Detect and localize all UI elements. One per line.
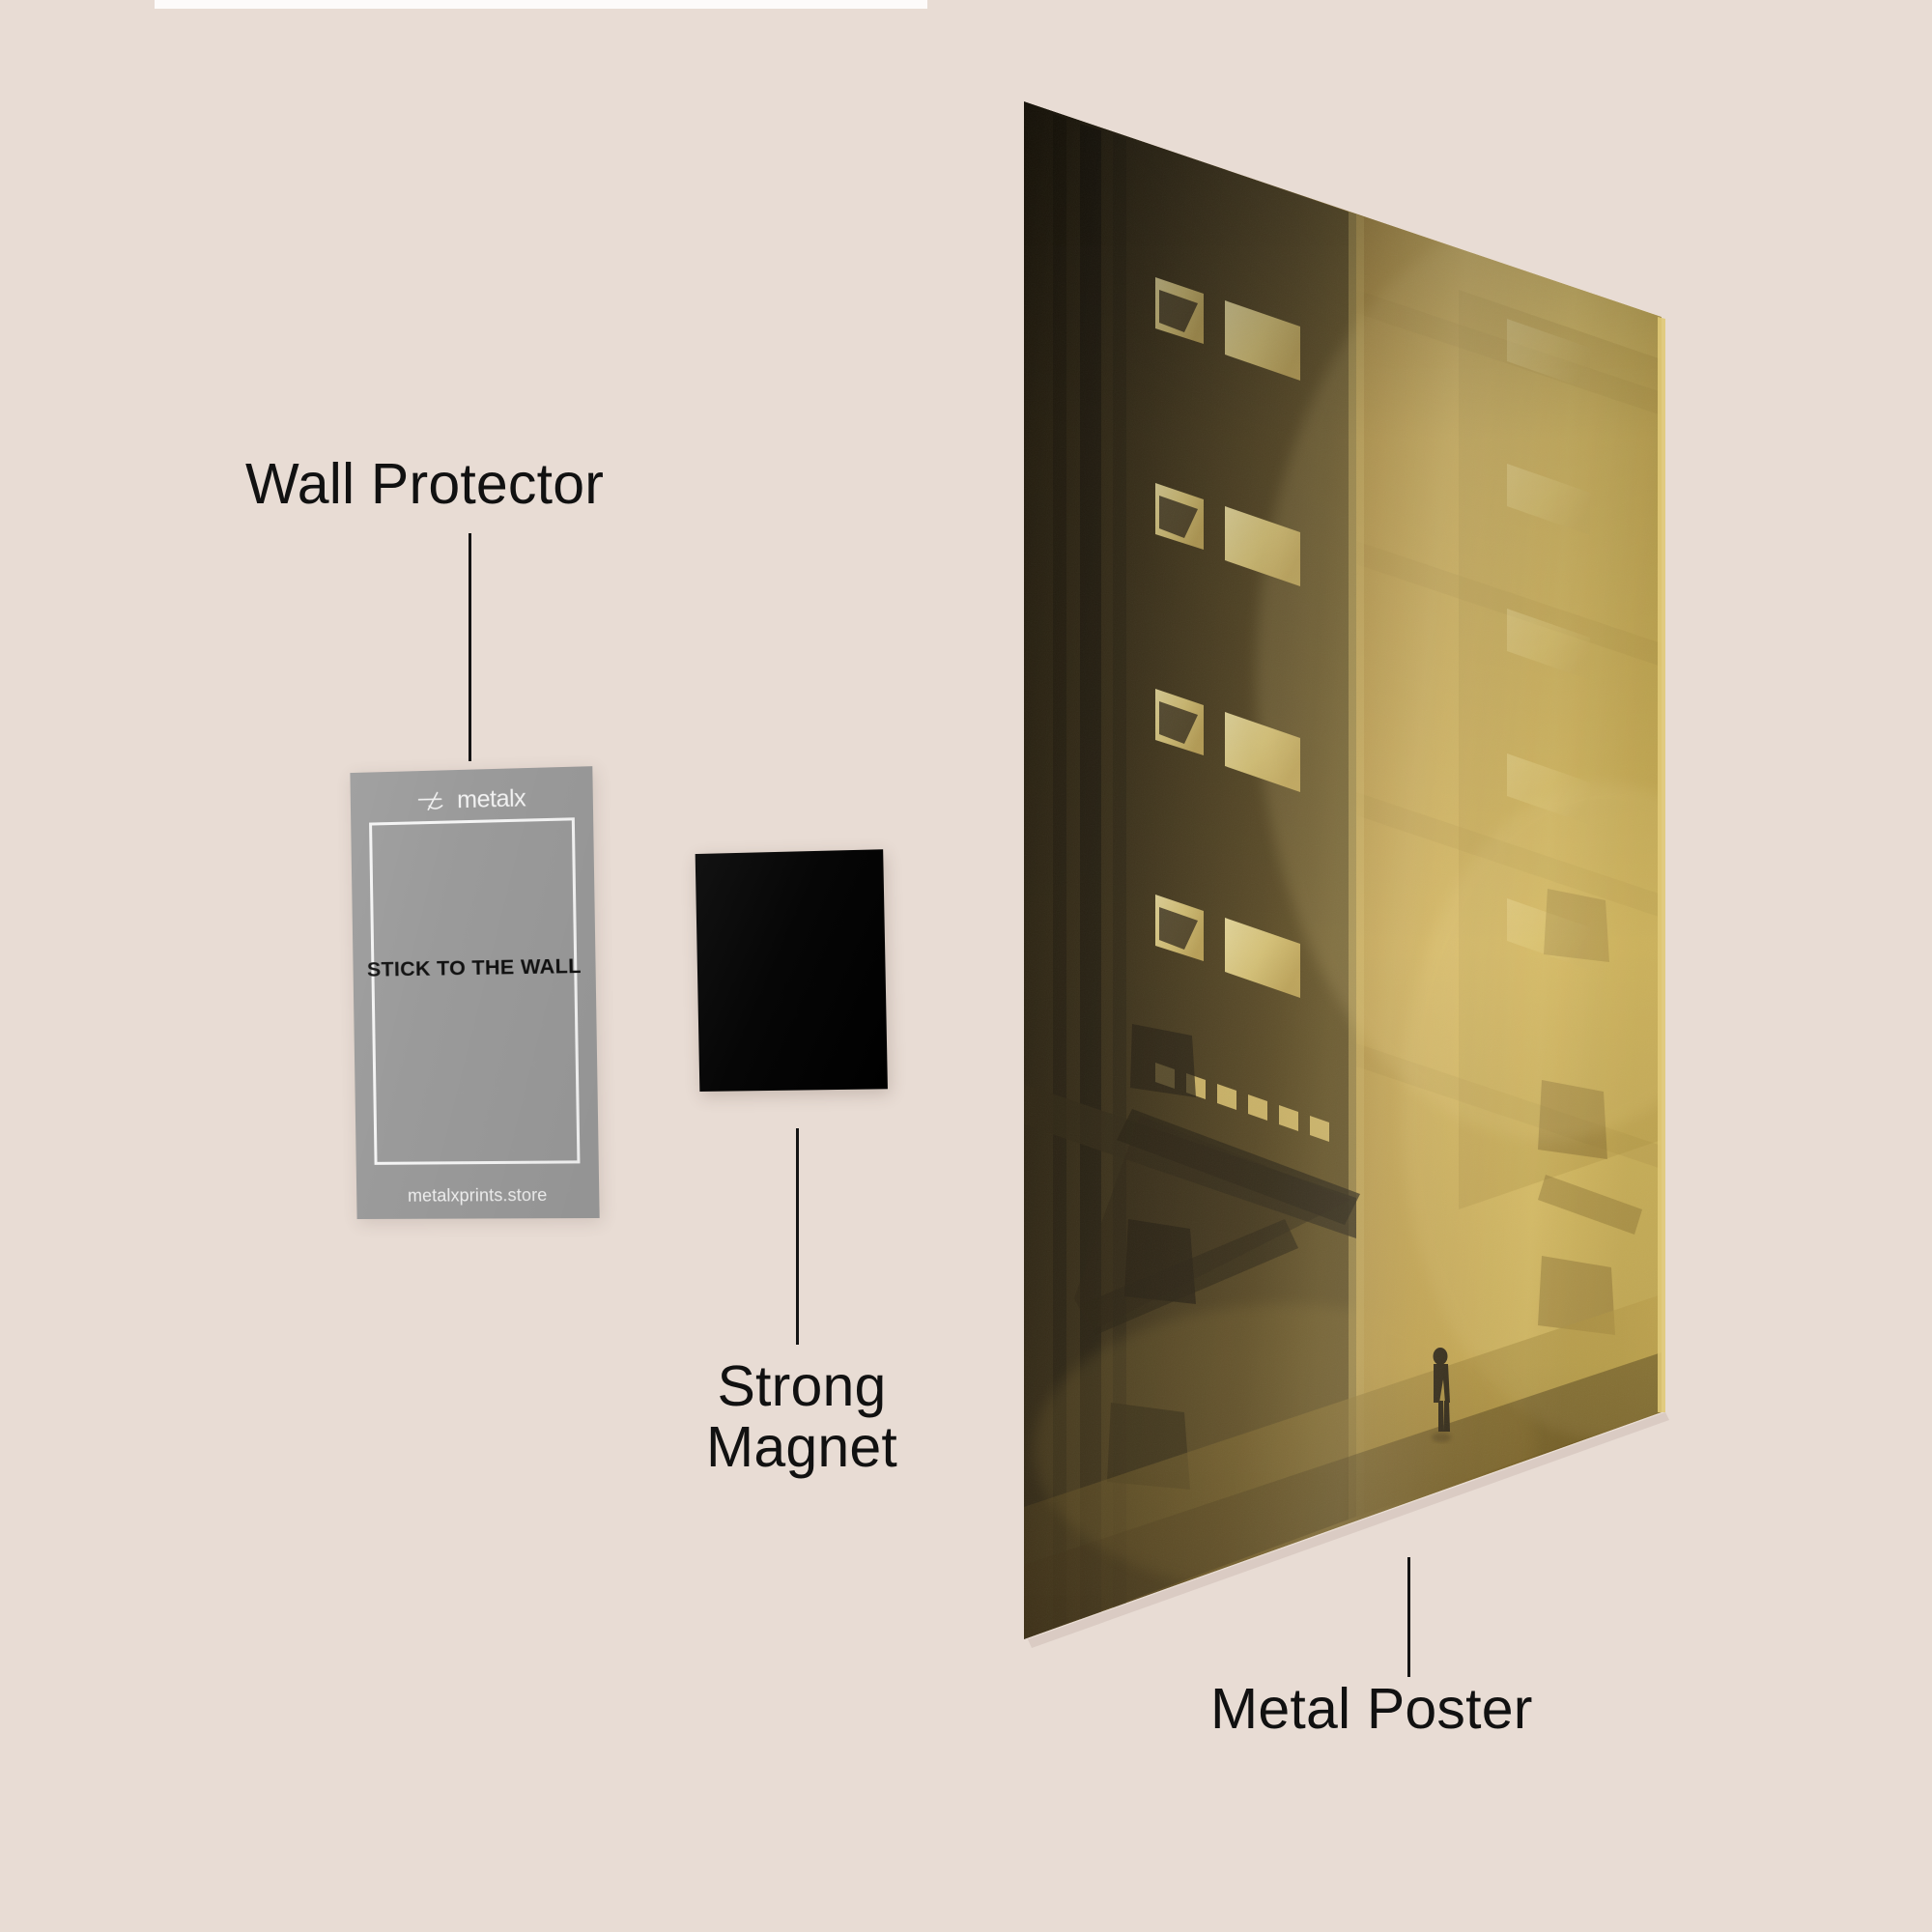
callout-label-metal-poster: Metal Poster (1210, 1677, 1533, 1741)
callout-line-wall-protector (469, 533, 471, 761)
diagonal-stair (1074, 1109, 1360, 1335)
far-building-windows (1507, 319, 1590, 970)
brand-logo: metalx (351, 784, 593, 815)
wall-protector-card[interactable]: metalx STICK TO THE WALL metalxprints.st… (350, 766, 600, 1220)
callout-line-metal-poster (1407, 1557, 1410, 1677)
building-windows (1155, 277, 1300, 998)
top-edge-strip (155, 0, 927, 9)
metalx-cross-icon (416, 790, 448, 812)
callout-line-strong-magnet (796, 1128, 799, 1345)
strong-magnet-square[interactable] (695, 849, 888, 1092)
poster-drop-shadow (1028, 1412, 1669, 1648)
callout-label-wall-protector: Wall Protector (245, 452, 605, 516)
poster-artwork (1024, 101, 1662, 1639)
stick-to-wall-headline: STICK TO THE WALL (366, 953, 582, 981)
store-website-text: metalxprints.store (407, 1184, 548, 1206)
brand-logo-text: metalx (456, 784, 526, 814)
callout-label-strong-magnet: Strong Magnet (706, 1354, 897, 1480)
card-inner-frame (369, 817, 581, 1165)
walking-figure-silhouette (1433, 1348, 1450, 1432)
poster-edge-highlight (1658, 317, 1665, 1412)
parapet-crenellations (1155, 1063, 1329, 1142)
